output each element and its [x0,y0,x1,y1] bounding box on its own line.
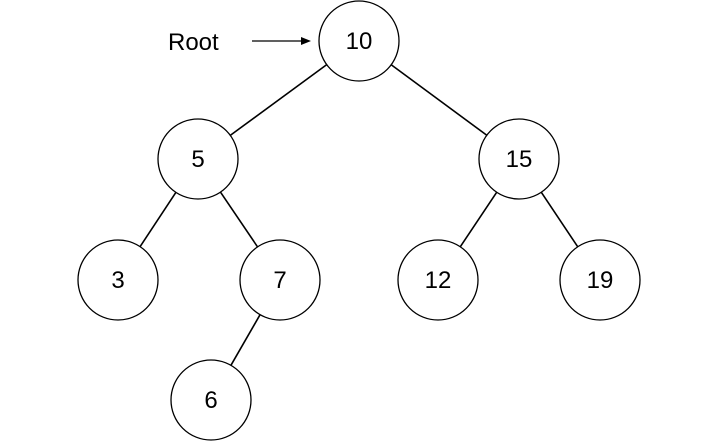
node-label: 15 [506,146,533,173]
node-circle [318,0,400,82]
tree-node-3: 3 [77,239,159,321]
tree-node-12: 12 [397,239,479,321]
node-label: 10 [346,28,373,55]
tree-node-5: 5 [157,118,239,200]
node-circle [77,239,159,321]
root-label: Root [168,29,219,56]
tree-node-7: 7 [239,239,321,321]
node-circle [478,118,560,200]
node-label: 12 [425,267,452,294]
tree-node-6: 6 [170,359,252,441]
edge-n15-n12 [459,191,498,248]
nodes-layer: 10 5 15 3 7 12 19 6 [77,0,641,441]
edges-layer [139,64,579,366]
edge-n5-n3 [139,191,177,248]
edge-n10-n15 [390,64,488,136]
edge-n7-n6 [230,314,261,366]
node-circle [239,239,321,321]
node-label: 7 [273,267,286,294]
tree-node-15: 15 [478,118,560,200]
root-arrow-head-icon [301,37,311,45]
edge-n15-n19 [540,191,579,248]
edge-n5-n7 [219,191,259,248]
node-circle [170,359,252,441]
tree-node-19: 19 [559,239,641,321]
node-label: 5 [191,146,204,173]
node-circle [559,239,641,321]
node-circle [397,239,479,321]
tree-node-10: 10 [318,0,400,82]
node-label: 6 [204,387,217,414]
node-label: 3 [111,267,124,294]
node-circle [157,118,239,200]
node-label: 19 [587,267,614,294]
root-annotation: Root [168,29,311,56]
edge-n10-n5 [229,64,328,136]
